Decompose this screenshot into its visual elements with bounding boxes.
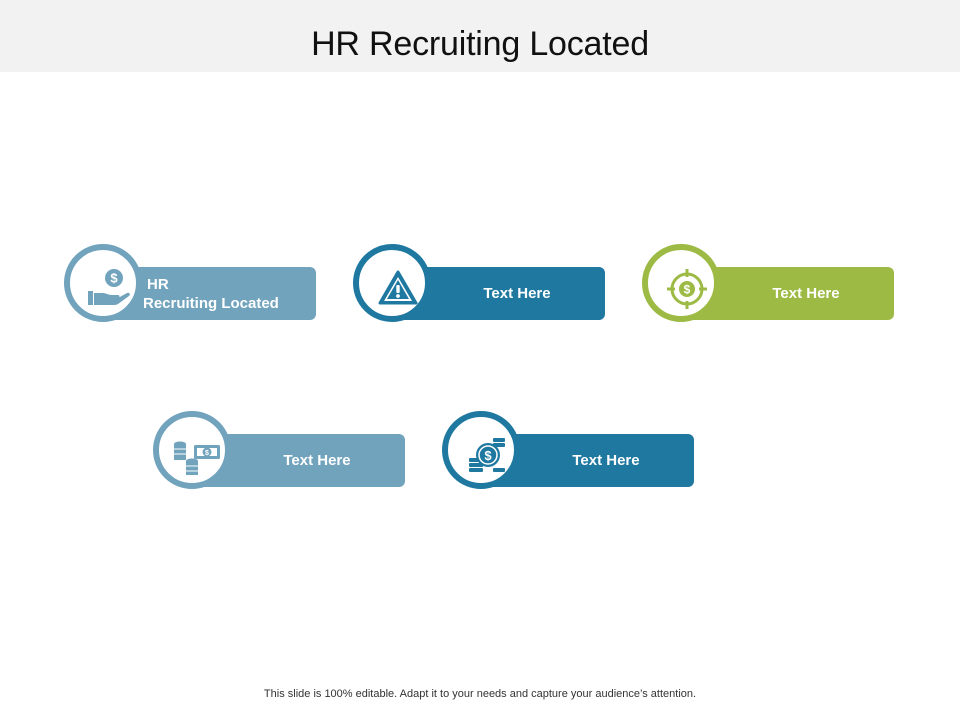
card-label: Text Here <box>483 285 551 302</box>
svg-text:$: $ <box>110 271 118 286</box>
coin-stack-icon: $ <box>459 428 515 484</box>
footer-note: This slide is 100% editable. Adapt it to… <box>263 688 697 700</box>
cash-coins-icon: $ <box>170 428 226 484</box>
card-text-4[interactable]: Text Here $ <box>153 411 405 489</box>
card-label: Text Here <box>772 285 840 302</box>
svg-text:$: $ <box>205 450 209 457</box>
card-label: Text Here <box>283 452 351 469</box>
card-label-line1: HR <box>147 275 169 293</box>
card-label: Text Here <box>572 452 640 469</box>
money-hand-icon: $ <box>81 261 137 317</box>
svg-text:$: $ <box>484 448 492 463</box>
warning-icon <box>370 261 426 317</box>
title-band <box>0 0 960 72</box>
card-text-2[interactable]: Text Here <box>353 244 605 322</box>
card-icon-ring: $ <box>642 244 720 322</box>
card-label-line2: Recruiting Located <box>143 294 279 312</box>
card-icon-ring: $ <box>442 411 520 489</box>
card-text-3[interactable]: Text Here $ <box>642 244 894 322</box>
card-text-5[interactable]: Text Here $ <box>442 411 694 489</box>
card-icon-ring: $ <box>153 411 231 489</box>
svg-text:$: $ <box>684 283 691 297</box>
card-hr-recruiting[interactable]: HR Recruiting Located $ <box>64 244 316 322</box>
card-icon-ring <box>353 244 431 322</box>
card-icon-ring: $ <box>64 244 142 322</box>
dollar-target-icon: $ <box>659 261 715 317</box>
slide-title: HR Recruiting Located <box>311 25 649 63</box>
